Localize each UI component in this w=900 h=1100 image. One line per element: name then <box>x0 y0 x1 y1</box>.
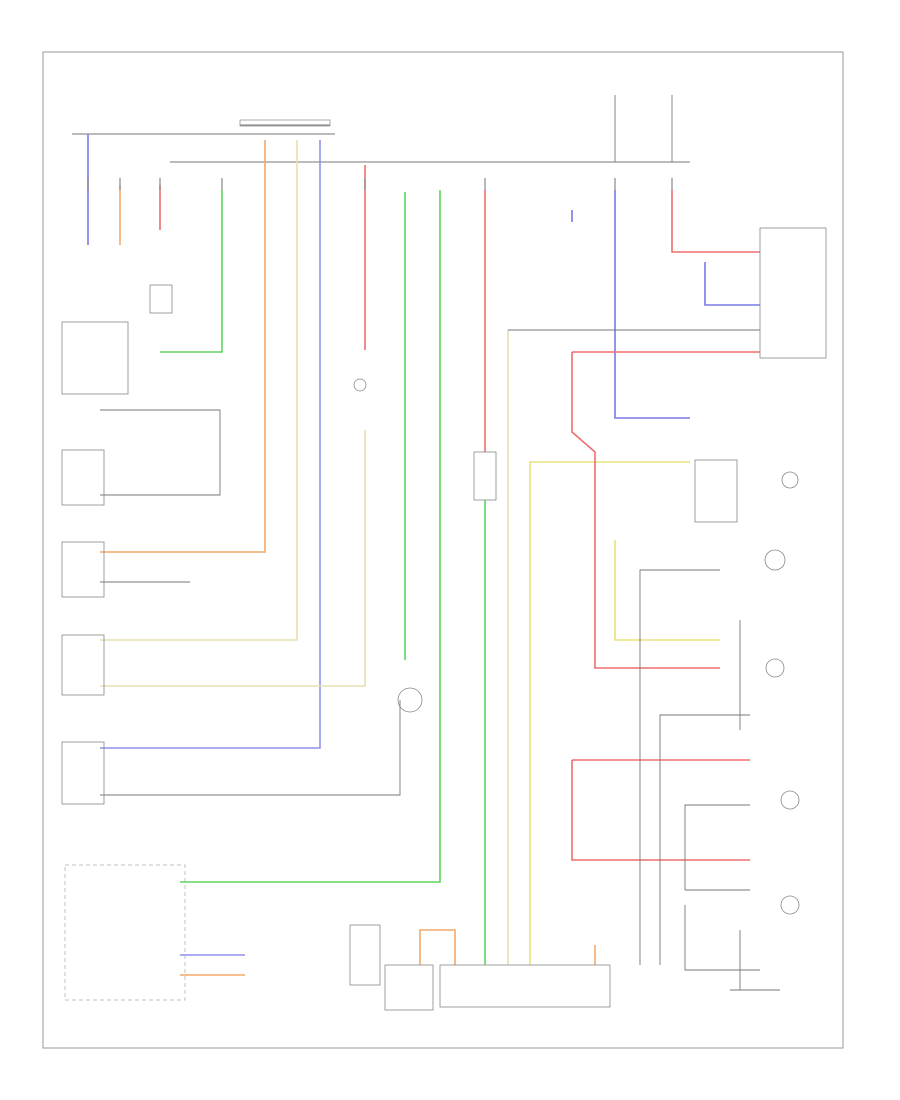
wire-red-right <box>571 190 760 861</box>
ignition-key-lamp <box>781 471 799 489</box>
diagram-border <box>42 51 844 1049</box>
trunk-lid-switch-box <box>61 321 129 395</box>
wire-gray-misc <box>100 329 780 991</box>
wire-orange-bottom <box>180 929 596 976</box>
door-lock-switch-box <box>694 459 738 523</box>
wire-cream-1 <box>100 140 298 641</box>
driver-door-switch <box>61 741 105 805</box>
theft-relay-box <box>384 964 434 1011</box>
instrument-cluster-box <box>64 864 186 1001</box>
bcm-connector <box>439 964 611 1008</box>
wire-blue-long <box>100 140 321 749</box>
component-boxes <box>61 227 827 1011</box>
passenger-door-module <box>349 924 381 986</box>
trunk-release-relay <box>149 284 173 314</box>
center-module <box>473 451 497 501</box>
right-rear-switch <box>61 634 105 696</box>
rear-courtesy-switch <box>61 449 105 506</box>
wire-green-long <box>180 190 441 883</box>
passenger-door-lamp <box>397 687 423 713</box>
room-lamp-box <box>759 227 827 359</box>
wire-blue-right <box>571 190 760 419</box>
door-key-cylinder <box>353 378 367 392</box>
wire-yellow-right <box>529 461 720 965</box>
wire-green-relay <box>160 190 223 353</box>
connector-pins <box>87 119 673 190</box>
wire-orange-long <box>100 140 266 553</box>
vanity-lamp-left <box>764 549 786 571</box>
left-rear-switch <box>61 541 105 598</box>
wire-cream-2 <box>100 430 366 687</box>
map-lamp <box>765 658 785 678</box>
rear-lamp-bulb <box>780 895 800 915</box>
bus-lines <box>72 95 690 163</box>
room-lamp-bulb <box>780 790 800 810</box>
